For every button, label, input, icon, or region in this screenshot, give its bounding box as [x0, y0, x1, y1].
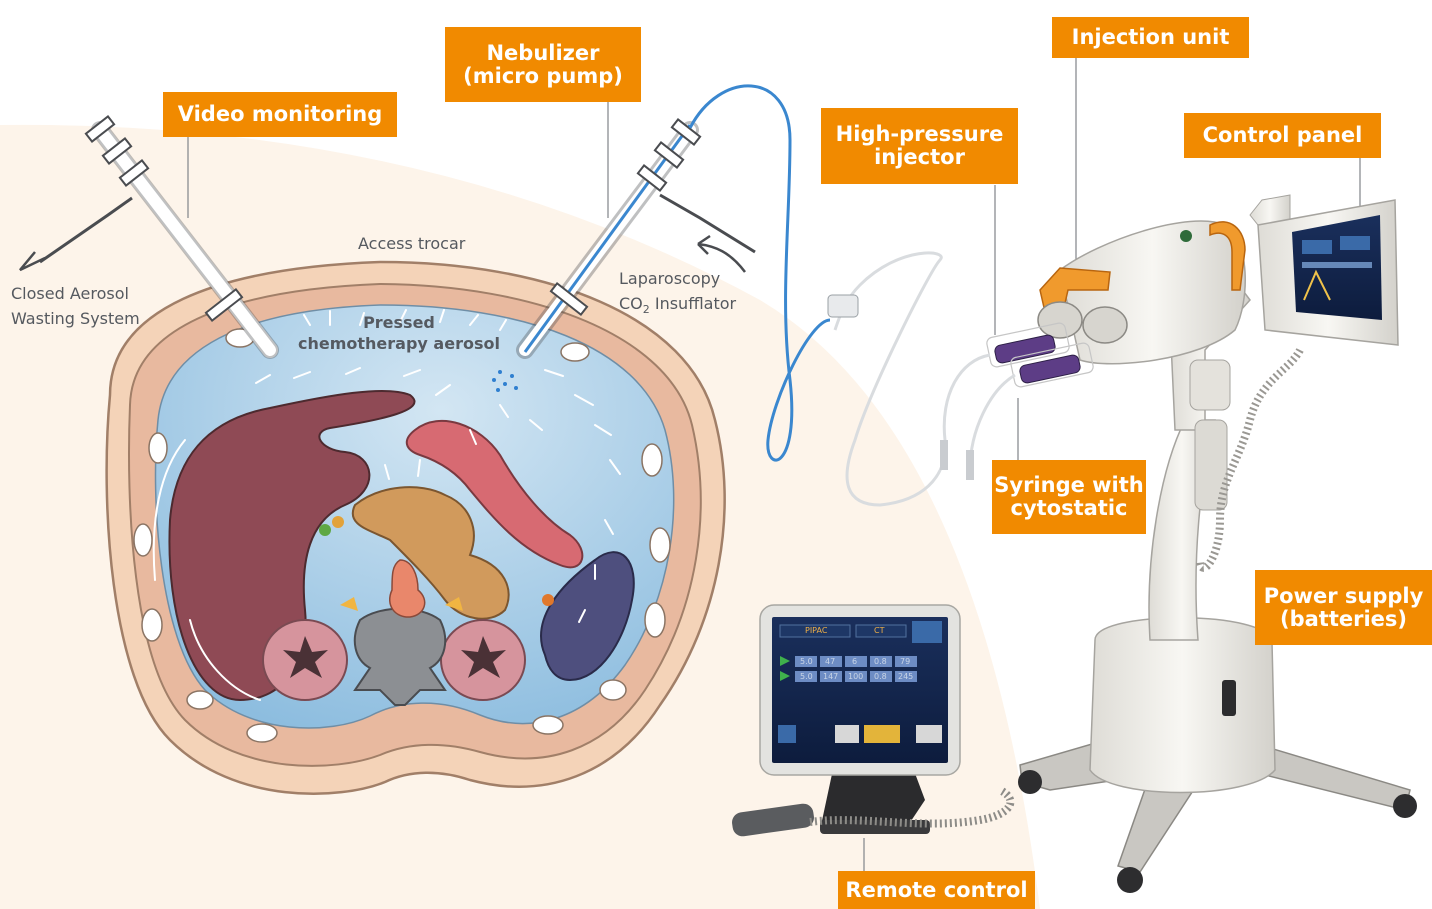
- label-laparoscopy-insufflator: Laparoscopy CO2 Insufflator: [619, 266, 736, 322]
- callout-syringe: Syringe with cytostatic: [992, 460, 1146, 534]
- remote-row1-value: 79: [900, 657, 910, 666]
- callout-power-line1: Power supply: [1264, 585, 1424, 608]
- remote-mode-left: PIPAC: [805, 626, 827, 635]
- label-pressed-aerosol-line2: chemotherapy aerosol: [298, 333, 500, 354]
- vertebra: [355, 609, 445, 705]
- remote-row2-value: 100: [848, 672, 863, 681]
- remote-row1-value: 47: [825, 657, 835, 666]
- callout-nebulizer: Nebulizer (micro pump): [445, 27, 641, 102]
- callout-control-panel: Control panel: [1184, 113, 1381, 158]
- callout-video-monitoring-text: Video monitoring: [178, 103, 383, 126]
- callout-high-pressure-injector: High-pressure injector: [821, 108, 1018, 184]
- callout-remote-control: Remote control: [838, 871, 1035, 909]
- label-pressed-aerosol: Pressed chemotherapy aerosol: [298, 312, 500, 354]
- callout-power-line2: (batteries): [1280, 608, 1407, 631]
- callout-power-supply: Power supply (batteries): [1255, 570, 1432, 645]
- callout-remote-control-text: Remote control: [845, 879, 1027, 902]
- label-closed-aerosol-line2: Wasting System: [11, 306, 140, 331]
- callout-high-pressure-line2: injector: [874, 146, 965, 169]
- callout-syringe-line2: cytostatic: [1011, 497, 1128, 520]
- label-closed-aerosol-line1: Closed Aerosol: [11, 281, 140, 306]
- remote-row2-value: 5.0: [800, 672, 813, 681]
- label-access-trocar: Access trocar: [358, 231, 465, 256]
- remote-row1-value: 5.0: [800, 657, 813, 666]
- label-pressed-aerosol-line1: Pressed: [298, 312, 500, 333]
- label-laparoscopy-line1: Laparoscopy: [619, 266, 736, 291]
- callout-high-pressure-line1: High-pressure: [836, 123, 1004, 146]
- callout-injection-unit: Injection unit: [1052, 17, 1249, 58]
- callout-control-panel-text: Control panel: [1203, 124, 1363, 147]
- remote-row1-value: 6: [852, 657, 857, 666]
- remote-row2-value: 147: [823, 672, 838, 681]
- label-closed-aerosol: Closed Aerosol Wasting System: [11, 281, 140, 331]
- label-insufflator-line2: CO2 Insufflator: [619, 291, 736, 322]
- remote-row1-value: 0.8: [874, 657, 887, 666]
- callout-nebulizer-line1: Nebulizer: [486, 42, 599, 65]
- remote-row2-value: 245: [898, 672, 913, 681]
- callout-syringe-line1: Syringe with: [994, 474, 1144, 497]
- callout-video-monitoring: Video monitoring: [163, 92, 397, 137]
- remote-mode-right: CT: [874, 626, 884, 635]
- callout-nebulizer-line2: (micro pump): [463, 65, 623, 88]
- remote-row2-value: 0.8: [874, 672, 887, 681]
- callout-injection-unit-text: Injection unit: [1072, 26, 1230, 49]
